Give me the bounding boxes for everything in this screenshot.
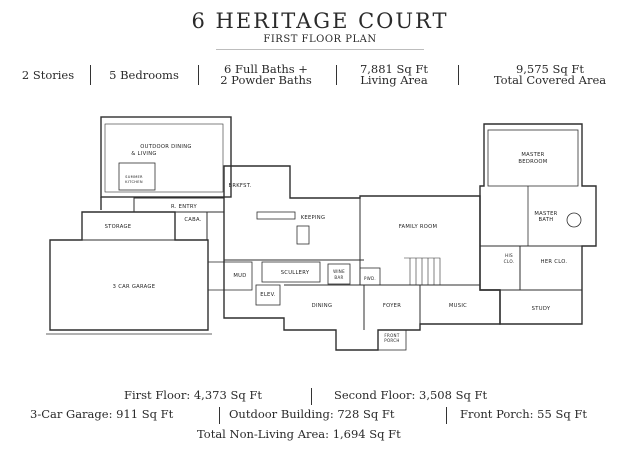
room-master-bath-label-2: BATH [539,217,554,223]
outdoor-building-wall [100,116,232,198]
stat-bedrooms-line1: 5 Bedrooms [109,67,179,82]
footer-divider [446,407,447,424]
room-front-porch-label: FRONT [384,333,399,338]
room-master-bath-label: MASTER [534,211,557,217]
front-porch-wall [377,329,407,351]
stat-baths: 6 Full Baths + 2 Powder Baths [204,62,328,88]
room-powder-label: PWD. [364,276,376,281]
footer-row-3: Total Non-Living Area: 1,694 Sq Ft [0,427,640,445]
master-wing-wall [479,123,597,325]
footer-row-1: First Floor: 4,373 Sq Ft Second Floor: 3… [0,388,640,406]
scullery-wall [261,261,321,283]
room-garage-label: 3 CAR GARAGE [113,284,156,290]
stat-divider [336,65,337,85]
room-elevator-label: ELEV. [260,292,276,298]
garage-wall [49,211,209,331]
wine-bar-wall [327,263,351,285]
front-porch-area: Front Porch: 55 Sq Ft [460,407,587,421]
powder-room-wall [359,267,381,286]
outdoor-inner-wall [104,123,224,193]
room-cabana-label: CABA. [184,217,201,223]
stats-bar: 2 Stories 5 Bedrooms 6 Full Baths + 2 Po… [0,62,640,88]
room-front-porch-label-2: PORCH [384,338,399,343]
non-living-area: Total Non-Living Area: 1,694 Sq Ft [197,427,401,441]
room-outdoor-label-2: & LIVING [131,151,157,157]
elevator-wall [255,284,281,306]
master-bedroom-wall [487,129,579,187]
room-storage-label: STORAGE [105,224,132,230]
footer-divider [219,407,220,424]
room-family-label: FAMILY ROOM [399,224,438,230]
room-foyer-label: FOYER [383,303,401,309]
cabana-wall [174,211,208,241]
room-master-bedroom-label: MASTER [521,152,544,158]
stair [404,257,441,285]
room-dining-label: DINING [312,303,333,309]
room-keeping-label: KEEPING [301,215,326,221]
stat-bedrooms: 5 Bedrooms [98,62,190,88]
room-summer-label-2: KITCHEN [125,180,143,184]
room-outdoor-label: OUTDOOR DINING [140,144,192,150]
room-his-closet-label-2: CLO. [504,259,515,264]
stat-stories: 2 Stories [14,62,82,88]
mud-room-wall [207,261,253,291]
room-breakfast-label: BRKFST. [228,183,251,189]
page-subtitle: FIRST FLOOR PLAN [263,34,377,45]
stat-living-area: 7,881 Sq Ft Living Area [344,62,444,88]
room-entry-label: R. ENTRY [171,204,197,210]
room-master-bedroom-label-2: BEDROOM [518,159,547,165]
page-title: 6 HERITAGE COURT [191,9,449,33]
room-wine-bar-label-2: BAR [334,275,343,280]
room-music-label: MUSIC [449,303,467,309]
room-her-closet-label: HER CLO. [541,259,568,265]
stat-covered-area: 9,575 Sq Ft Total Covered Area [468,62,632,88]
stat-divider [198,65,199,85]
main-house-wall [223,165,501,351]
bathtub [566,212,582,228]
outdoor-building-area: Outdoor Building: 728 Sq Ft [229,407,395,421]
second-floor-area: Second Floor: 3,508 Sq Ft [334,388,488,402]
stat-stories-line1: 2 Stories [21,67,75,82]
stat-covered-line2: Total Covered Area [493,73,607,87]
kitchen-island [256,211,296,220]
title-divider [216,49,424,50]
garage-area: 3-Car Garage: 911 Sq Ft [30,407,174,421]
stat-divider [458,65,459,85]
first-floor-area: First Floor: 4,373 Sq Ft [124,388,262,402]
room-scullery-label: SCULLERY [281,270,310,276]
stat-baths-line1: 6 Full Baths + [224,62,308,76]
summer-kitchen-wall [118,162,156,191]
stat-covered-line1: 9,575 Sq Ft [515,62,585,76]
room-study-label: STUDY [532,306,551,312]
footer-divider [311,388,312,405]
kitchen-island [296,225,310,245]
footer-row-2: 3-Car Garage: 911 Sq Ft Outdoor Building… [0,407,640,425]
stat-baths-line2: 2 Powder Baths [220,73,312,87]
stat-living-line1: 7,881 Sq Ft [359,62,429,76]
stat-divider [90,65,91,85]
stat-living-line2: Living Area [360,73,428,87]
room-wine-bar-label: WINE [333,269,345,274]
room-mud-label: MUD [233,273,246,279]
room-summer-label: SUMMER [125,175,143,179]
room-his-closet-label: HIS [505,253,513,258]
